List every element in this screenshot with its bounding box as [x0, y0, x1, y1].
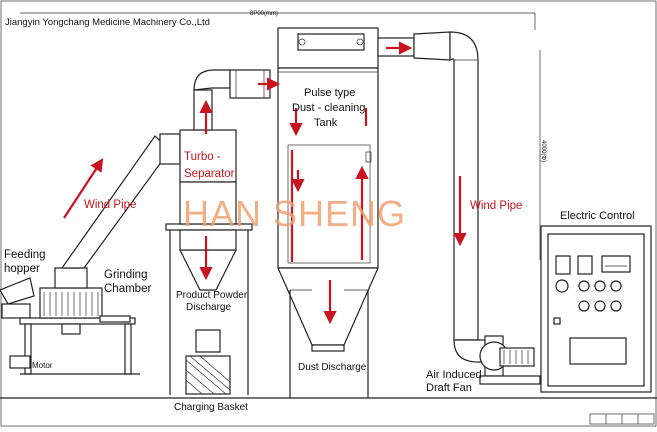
- fan-motor: [499, 347, 535, 367]
- grinding-machine: [0, 267, 140, 375]
- label-motor: Motor: [32, 361, 53, 370]
- label-grinding-chamber-line1: Grinding: [104, 269, 147, 281]
- draft-fan: [479, 335, 541, 385]
- watermark-text: HAN SHENG: [183, 193, 406, 234]
- meter-2: [577, 255, 593, 275]
- button-b[interactable]: [594, 280, 606, 292]
- label-air-fan-line2: Draft Fan: [426, 382, 472, 394]
- label-turbo-separator-line2: Separator: [184, 168, 235, 180]
- label-feeding-hopper-line1: Feeding: [4, 249, 46, 261]
- label-wind-pipe-left: Wind Pipe: [84, 199, 136, 211]
- tank-door: [287, 144, 371, 264]
- powder-cone: [179, 249, 237, 291]
- grinding-chamber: [39, 287, 103, 319]
- label-pulse-tank-line1: Pulse type: [304, 87, 355, 99]
- electric-control-cabinet: [540, 225, 652, 393]
- label-product-powder-line2: Discharge: [186, 302, 231, 313]
- label-pulse-tank-line2: Dust - cleaning: [292, 102, 365, 114]
- separator-body: [179, 129, 237, 183]
- motor: [9, 355, 31, 369]
- button-f[interactable]: [610, 300, 622, 312]
- label-air-fan-line1: Air Induced: [426, 369, 482, 381]
- charging-basket: [185, 355, 231, 395]
- company-name: Jiangyin Yongchang Medicine Machinery Co…: [5, 17, 210, 28]
- wind-pipe-left: [60, 133, 181, 269]
- display-panel: [601, 255, 631, 273]
- feeding-hopper: [0, 277, 35, 305]
- separator-upper-pipe: [193, 89, 213, 131]
- meter-1: [555, 255, 571, 275]
- label-product-powder-line1: Product Powder: [176, 290, 248, 301]
- wind-pipe-right: [449, 31, 491, 363]
- label-dust-discharge: Dust Discharge: [298, 362, 367, 373]
- control-knob[interactable]: [555, 279, 569, 293]
- pulse-header: [297, 33, 365, 51]
- button-e[interactable]: [594, 300, 606, 312]
- label-turbo-separator-line1: Turbo -: [184, 151, 221, 163]
- label-electric-control: Electric Control: [560, 210, 635, 222]
- label-feeding-hopper-line2: hopper: [4, 263, 40, 275]
- dust-cone: [277, 267, 379, 346]
- button-d[interactable]: [578, 300, 590, 312]
- side-dimension-text: 4000(Φ): [540, 140, 546, 162]
- pulse-dust-tank: [277, 27, 379, 398]
- label-grinding-chamber-line2: Chamber: [104, 283, 151, 295]
- button-a[interactable]: [578, 280, 590, 292]
- label-wind-pipe-right: Wind Pipe: [470, 200, 522, 212]
- arrow-pipe-up-left: [63, 158, 104, 219]
- label-charging-basket: Charging Basket: [174, 402, 248, 413]
- flow-arrows: [63, 41, 467, 325]
- label-pulse-tank-line3: Tank: [314, 117, 338, 129]
- top-dimension-text: 8P00(mm): [250, 11, 278, 17]
- cabinet-lower-panel: [569, 337, 627, 365]
- button-c[interactable]: [610, 280, 622, 292]
